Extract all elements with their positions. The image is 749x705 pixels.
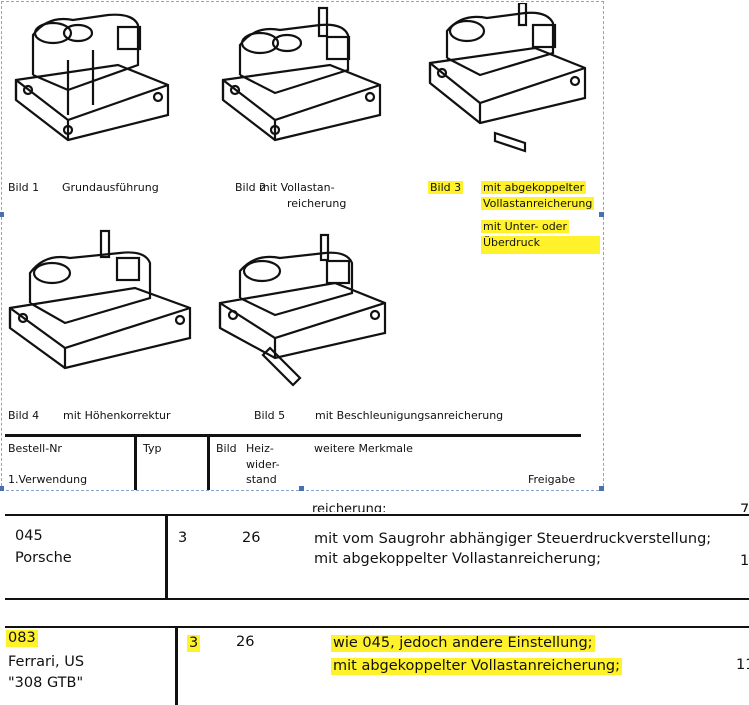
row-merkmale: mit vom Saugrohr abhängiger Steuerdruckv… bbox=[314, 531, 712, 547]
row-heiz: 26 bbox=[242, 530, 261, 546]
row-freigabe: 11 bbox=[736, 657, 749, 673]
header-freigabe: Freigabe bbox=[528, 473, 576, 486]
regulator-drawing-bild-4 bbox=[8, 229, 192, 370]
header-bild: Bild bbox=[216, 442, 237, 455]
figure-caption-4: mit Höhenkorrektur bbox=[63, 409, 171, 422]
row-verwendung: "308 GTB" bbox=[8, 675, 84, 691]
figure-caption-3: mit abgekoppelter bbox=[481, 181, 587, 194]
figure-caption-3: Vollastanreicherung bbox=[481, 197, 595, 210]
figure-caption-3: mit Unter- oder bbox=[481, 220, 569, 233]
column-rule bbox=[134, 434, 137, 490]
row-verwendung: Porsche bbox=[15, 550, 72, 566]
row-merkmale: mit abgekoppelter Vollastanreicherung; bbox=[331, 658, 622, 675]
table-rule bbox=[5, 434, 581, 437]
column-rule bbox=[207, 434, 210, 490]
row-nr: 045 bbox=[15, 528, 43, 544]
table-rule bbox=[5, 598, 749, 600]
figure-label-3: Bild 3 bbox=[428, 181, 464, 194]
figure-label-5: Bild 5 bbox=[254, 409, 286, 422]
row-merkmale: mit abgekoppelter Vollastanreicherung; bbox=[314, 551, 601, 567]
table-rule bbox=[5, 626, 749, 628]
figure-caption-5: mit Beschleunigungsanreicherung bbox=[315, 409, 504, 422]
resize-handle[interactable] bbox=[599, 486, 604, 491]
resize-handle[interactable] bbox=[299, 486, 304, 491]
table-rule bbox=[5, 514, 749, 516]
column-rule bbox=[175, 626, 178, 705]
row-verwendung: Ferrari, US bbox=[8, 654, 85, 670]
row-bild: 3 bbox=[178, 530, 188, 546]
resize-handle[interactable] bbox=[599, 212, 604, 217]
header-typ: Typ bbox=[143, 442, 162, 455]
figure-caption-2: mit Vollastan- bbox=[259, 181, 335, 194]
figure-caption-3: Überdruck bbox=[481, 236, 601, 254]
resize-handle[interactable] bbox=[0, 486, 4, 491]
row-heiz: 26 bbox=[236, 634, 255, 650]
row-bild: 3 bbox=[187, 635, 201, 652]
row-merkmale: wie 045, jedoch andere Einstellung; bbox=[331, 635, 595, 652]
header-heiz: stand bbox=[246, 473, 277, 486]
cut-row-text: reicherung; bbox=[312, 503, 387, 512]
header-verwendung: 1.Verwendung bbox=[8, 473, 88, 486]
figure-label-2: Bild 2 bbox=[235, 181, 267, 194]
figure-caption-1: Grundausführung bbox=[62, 181, 159, 194]
regulator-drawing-bild-5 bbox=[218, 233, 387, 387]
header-heiz: wider- bbox=[246, 458, 280, 471]
header-bestell-nr: Bestell-Nr bbox=[8, 442, 62, 455]
figure-caption-2: reicherung bbox=[287, 197, 347, 210]
header-merkmale: weitere Merkmale bbox=[314, 442, 413, 455]
header-heiz: Heiz- bbox=[246, 442, 274, 455]
row-freigabe: 1 bbox=[740, 553, 749, 569]
figure-label-4: Bild 4 bbox=[8, 409, 40, 422]
regulator-drawing-bild-1 bbox=[14, 13, 170, 142]
cut-row-freigabe: 7 bbox=[740, 503, 749, 512]
regulator-drawing-bild-2 bbox=[221, 6, 382, 142]
regulator-drawing-bild-3 bbox=[428, 3, 587, 153]
figure-label-1: Bild 1 bbox=[8, 181, 40, 194]
row-nr: 083 bbox=[6, 630, 38, 647]
column-rule bbox=[165, 514, 168, 600]
resize-handle[interactable] bbox=[0, 212, 4, 217]
